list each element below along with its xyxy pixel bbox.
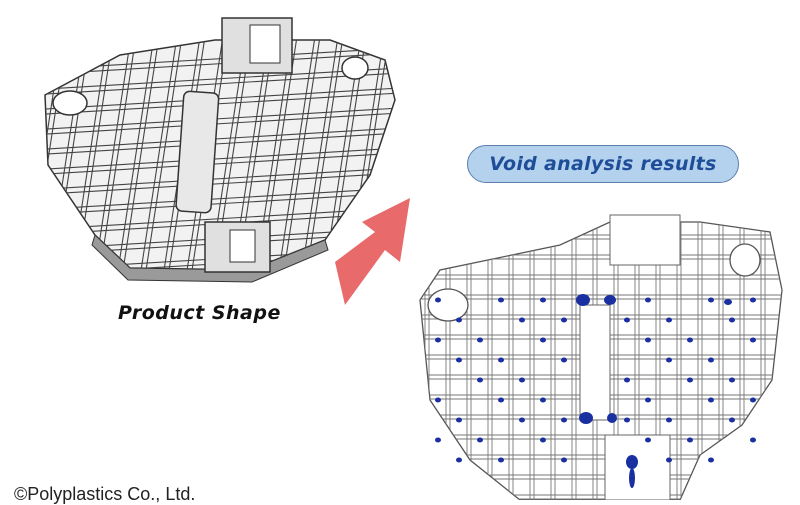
void-mark bbox=[729, 417, 735, 423]
void-mark bbox=[576, 294, 590, 306]
void-mark bbox=[540, 397, 546, 403]
void-mark bbox=[498, 457, 504, 463]
void-mark bbox=[435, 337, 441, 343]
void-mark bbox=[456, 317, 462, 323]
void-mark bbox=[687, 437, 693, 443]
rib-line bbox=[45, 40, 46, 270]
rib-line bbox=[45, 172, 395, 196]
void-mark bbox=[645, 437, 651, 443]
product-shape-label: Product Shape bbox=[118, 302, 281, 324]
void-mark bbox=[645, 297, 651, 303]
void-mark bbox=[687, 377, 693, 383]
rib-line bbox=[45, 192, 395, 216]
void-mark bbox=[750, 437, 756, 443]
void-mark bbox=[750, 337, 756, 343]
void-mark bbox=[435, 397, 441, 403]
rib-line bbox=[45, 152, 395, 176]
void-mark bbox=[666, 457, 672, 463]
mounting-hole bbox=[52, 90, 88, 116]
product-shape-illustration bbox=[0, 17, 396, 290]
void-mark bbox=[498, 357, 504, 363]
void-mark bbox=[624, 417, 630, 423]
void-mark bbox=[519, 377, 525, 383]
copyright-text: ©Polyplastics Co., Ltd. bbox=[14, 484, 196, 504]
void-mark bbox=[624, 317, 630, 323]
void-analysis-results-badge: Void analysis results bbox=[467, 145, 739, 183]
void-analysis-illustration bbox=[419, 214, 783, 500]
rib-line bbox=[45, 52, 395, 76]
void-mark bbox=[498, 297, 504, 303]
void-mark bbox=[708, 297, 714, 303]
void-mark bbox=[708, 457, 714, 463]
void-mark bbox=[456, 457, 462, 463]
void-mark bbox=[435, 437, 441, 443]
void-mark bbox=[708, 397, 714, 403]
void-mark bbox=[519, 417, 525, 423]
void-mark bbox=[666, 357, 672, 363]
void-mark bbox=[540, 297, 546, 303]
void-mark bbox=[435, 297, 441, 303]
void-mark bbox=[561, 457, 567, 463]
void-mark bbox=[604, 295, 616, 305]
arrow-icon bbox=[335, 198, 410, 305]
mounting-hole bbox=[427, 288, 469, 322]
mounting-hole bbox=[341, 56, 369, 80]
void-mark bbox=[708, 357, 714, 363]
void-mark bbox=[624, 377, 630, 383]
rib-line bbox=[45, 67, 395, 91]
void-mark bbox=[645, 337, 651, 343]
rib-line bbox=[45, 187, 395, 211]
void-mark bbox=[579, 412, 593, 424]
void-mark bbox=[519, 317, 525, 323]
rib-line bbox=[137, 40, 179, 270]
rib-line bbox=[45, 207, 395, 231]
void-mark bbox=[477, 377, 483, 383]
void-mark bbox=[540, 337, 546, 343]
rib-line bbox=[114, 40, 156, 270]
void-mark bbox=[750, 297, 756, 303]
void-mark bbox=[666, 317, 672, 323]
void-mark bbox=[729, 317, 735, 323]
void-mark bbox=[750, 397, 756, 403]
void-mark bbox=[477, 437, 483, 443]
void-mark bbox=[666, 417, 672, 423]
rib-line bbox=[142, 40, 184, 270]
void-mark bbox=[561, 417, 567, 423]
void-mark bbox=[724, 299, 732, 305]
rib-line bbox=[0, 30, 40, 290]
void-mark bbox=[607, 413, 617, 423]
rib-line bbox=[45, 72, 395, 96]
rib-line bbox=[298, 40, 340, 270]
rib-line bbox=[119, 40, 161, 270]
void-mark bbox=[561, 317, 567, 323]
void-mark bbox=[456, 357, 462, 363]
void-mark bbox=[729, 377, 735, 383]
void-mark bbox=[540, 437, 546, 443]
void-mark bbox=[645, 397, 651, 403]
void-mark bbox=[626, 455, 638, 469]
void-mark bbox=[687, 337, 693, 343]
void-mark bbox=[561, 357, 567, 363]
void-mark bbox=[477, 337, 483, 343]
void-analysis-results-label: Void analysis results bbox=[489, 153, 717, 175]
rib-line bbox=[45, 167, 395, 191]
void-mark bbox=[498, 397, 504, 403]
void-mark bbox=[629, 468, 635, 488]
void-mark bbox=[456, 417, 462, 423]
mounting-hole bbox=[729, 243, 761, 277]
